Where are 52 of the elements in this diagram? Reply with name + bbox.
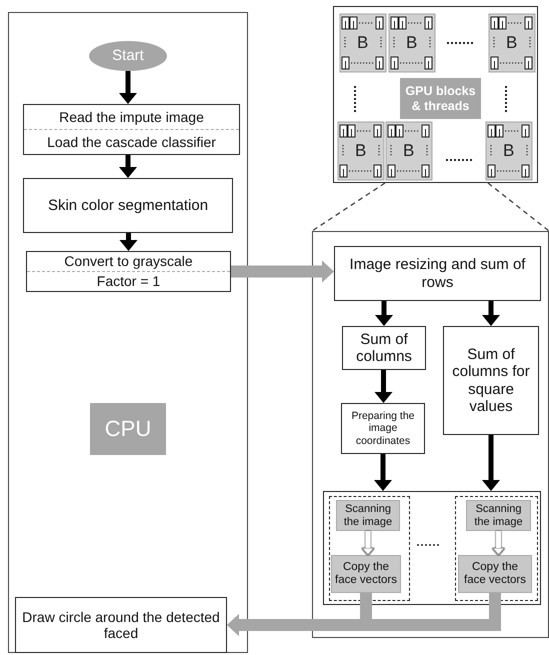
process-box (23, 178, 233, 233)
step-text: Image resizing and sum of rows (348, 255, 526, 292)
step-text: Copy the face vectors (334, 560, 398, 588)
step-text: Copy the face vectors (463, 560, 527, 588)
step-text: Sum of columns for square values (451, 345, 531, 416)
process-box (334, 246, 541, 301)
arrow (227, 593, 501, 636)
step-text: Read the impute image (58, 108, 205, 127)
panel-label: CPU (90, 403, 166, 455)
block-label: B (403, 142, 414, 160)
zoom-line (488, 182, 549, 232)
step-text: Sum of columns (355, 330, 413, 366)
process-box (15, 597, 227, 653)
process-box (342, 326, 426, 370)
block-label: B (406, 34, 418, 52)
arrow (375, 301, 393, 326)
arrow (374, 454, 392, 491)
step-text: Scanning the image (473, 502, 524, 530)
process-box (331, 555, 401, 593)
zoom-line (312, 182, 386, 232)
step-text: Convert to grayscale (63, 252, 194, 271)
process-box (466, 500, 531, 531)
thread-group-box (329, 496, 410, 601)
process-box (26, 251, 231, 292)
gpu-panel (312, 231, 549, 638)
step-text: Skin color segmentation (46, 196, 210, 216)
arrow (119, 71, 137, 104)
step-text: Scanning the image (342, 502, 394, 530)
block-label: B (355, 142, 366, 160)
arrow (482, 301, 500, 326)
arrow (120, 233, 138, 251)
process-box (341, 403, 425, 454)
panel-label: GPU blocks & threads (400, 78, 481, 119)
step-text: Draw circle around the detected faced (21, 608, 221, 642)
arrow (119, 155, 137, 178)
kernel-box (323, 491, 541, 605)
start-label: Start (111, 46, 145, 66)
block-label: B (357, 34, 368, 52)
block-label: B (506, 34, 518, 52)
step-text: Factor = 1 (27, 271, 230, 291)
process-box (458, 555, 532, 593)
step-text: Load the cascade classifier (24, 129, 239, 154)
cpu-panel (8, 12, 248, 653)
process-box (336, 500, 400, 531)
arrow (374, 370, 392, 403)
arrow (482, 435, 500, 491)
process-box (443, 326, 539, 435)
arrow (231, 260, 334, 282)
thread-group-box (455, 496, 538, 601)
block-label: B (503, 142, 514, 160)
step-text: Preparing the image coordinates (350, 409, 416, 448)
process-box (23, 104, 240, 155)
